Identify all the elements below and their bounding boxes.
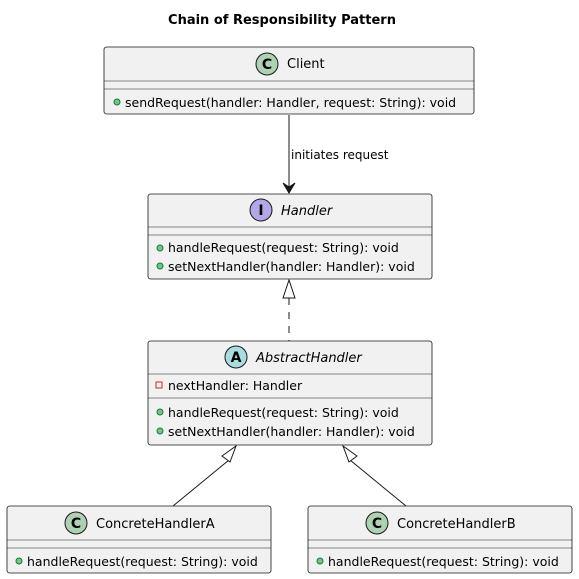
method-handlerequest: handleRequest(request: String): void (328, 554, 559, 569)
method-sendrequest: sendRequest(handler: Handler, request: S… (125, 95, 456, 110)
class-client[interactable]: C Client sendRequest(handler: Handler, r… (103, 46, 475, 115)
interface-name: Handler (281, 204, 334, 219)
class-concretehandlerb[interactable]: C ConcreteHandlerB handleRequest(request… (307, 505, 573, 574)
edge-label-initiates-request: initiates request (291, 148, 389, 162)
public-method-icon (15, 557, 23, 565)
class-name: ConcreteHandlerB (397, 517, 516, 532)
stereotype-letter: C (262, 57, 272, 73)
class-name: ConcreteHandlerA (96, 517, 215, 532)
class-name: Client (287, 57, 325, 72)
diagram-title: Chain of Responsibility Pattern (168, 13, 396, 28)
public-method-icon (156, 427, 164, 435)
edge-client-to-handler: initiates request (282, 115, 389, 194)
generalization-triangle (341, 444, 358, 463)
method-setnexthandler: setNextHandler(handler: Handler): void (168, 424, 415, 439)
abstract-class-name: AbstractHandler (255, 351, 363, 366)
interface-handler[interactable]: I Handler handleRequest(request: String)… (147, 193, 433, 280)
generalization-triangle (221, 444, 238, 463)
arrowhead (282, 182, 296, 194)
public-method-icon (113, 98, 121, 106)
class-stereotype-icon (64, 511, 88, 535)
method-handlerequest: handleRequest(request: String): void (168, 240, 399, 255)
method-handlerequest: handleRequest(request: String): void (168, 405, 399, 420)
edge-abstracthandler-realizes-handler (282, 278, 296, 341)
edge-concreteb-extends-abstract (341, 444, 407, 507)
abstract-stereotype-icon (224, 345, 248, 369)
interface-stereotype-icon (249, 198, 273, 222)
class-stereotype-icon (365, 511, 389, 535)
abstract-class-abstracthandler[interactable]: A AbstractHandler nextHandler: Handler h… (147, 340, 433, 446)
edge-concretea-extends-abstract (172, 444, 238, 507)
public-method-icon (156, 408, 164, 416)
stereotype-letter: I (258, 203, 263, 219)
realization-triangle (282, 278, 296, 299)
method-handlerequest: handleRequest(request: String): void (27, 554, 258, 569)
stereotype-letter: A (231, 350, 242, 366)
stereotype-letter: C (372, 516, 382, 532)
method-setnexthandler: setNextHandler(handler: Handler): void (168, 259, 415, 274)
public-method-icon (156, 262, 164, 270)
stereotype-letter: C (71, 516, 81, 532)
class-concretehandlera[interactable]: C ConcreteHandlerA handleRequest(request… (6, 505, 272, 574)
public-method-icon (316, 557, 324, 565)
class-stereotype-icon (255, 52, 279, 76)
public-method-icon (156, 244, 164, 252)
field-nexthandler: nextHandler: Handler (168, 378, 303, 393)
private-field-icon (155, 381, 163, 389)
